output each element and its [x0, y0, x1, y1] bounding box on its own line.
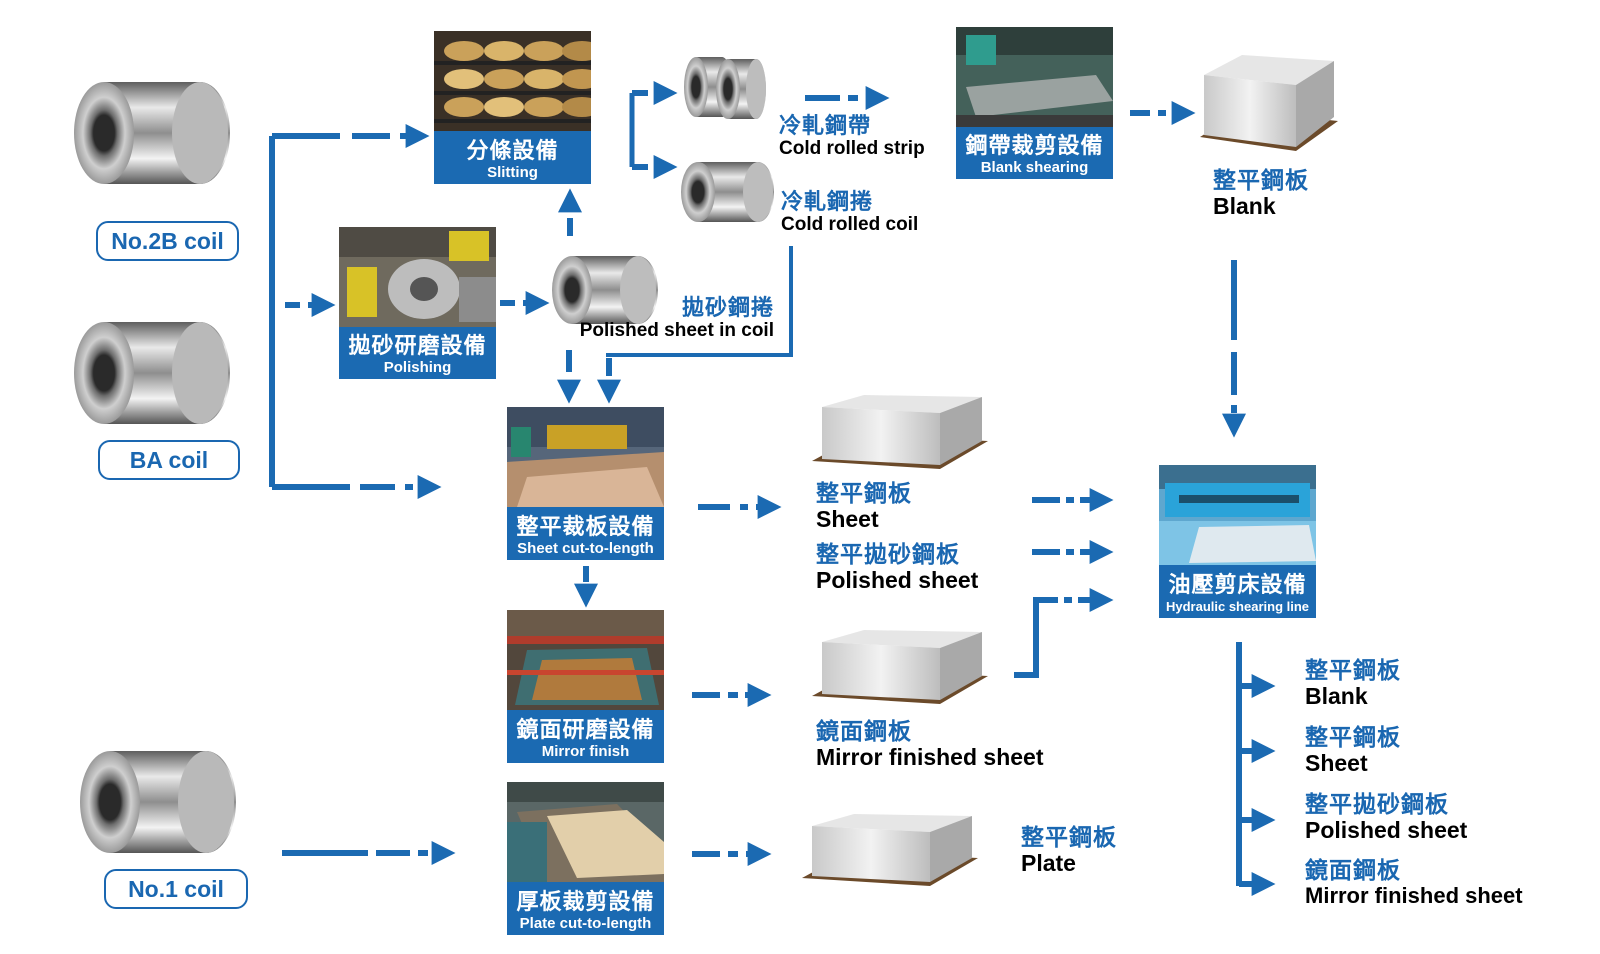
mirror-sheet-label: 鏡面鋼板 Mirror finished sheet: [816, 718, 1043, 771]
sheet-ctl-zh: 整平裁板設備: [516, 514, 655, 539]
hydraulic-zh: 油壓剪床設備: [1168, 572, 1307, 597]
output-zh: 鏡面鋼板: [1305, 857, 1401, 883]
output-en: Sheet: [1305, 750, 1368, 777]
plate-zh: 整平鋼板: [1021, 824, 1117, 850]
output-zh: 整平拋砂鋼板: [1305, 791, 1449, 817]
mirror-sheet-en: Mirror finished sheet: [816, 744, 1044, 771]
blank-shearing-zh: 鋼帶裁剪設備: [965, 133, 1104, 158]
polished-sheet-label: 整平拋砂鋼板 Polished sheet: [816, 541, 978, 594]
sheet-ctl-en: Sheet cut-to-length: [517, 540, 654, 557]
polished-coil-zh: 拋砂鋼捲: [681, 295, 774, 320]
sheet-label: 整平鋼板 Sheet: [816, 480, 912, 533]
cold-rolled-strip-label: 冷軋鋼帶 Cold rolled strip: [779, 113, 925, 160]
hydraulic-shear-photo: [1159, 465, 1316, 565]
output-item: 整平鋼板 Sheet: [1305, 724, 1401, 777]
arrow-mirror-to-hydraulic: [1014, 597, 1090, 678]
output-en: Polished sheet: [1305, 817, 1468, 844]
hydraulic-en: Hydraulic shearing line: [1165, 599, 1310, 614]
sheet-cut-machine-photo: [507, 407, 664, 507]
sheet-zh: 整平鋼板: [816, 480, 912, 506]
plate-label: 整平鋼板 Plate: [1021, 824, 1117, 877]
slitting-machine-photo: [434, 31, 591, 131]
polished-sheet-en: Polished sheet: [816, 567, 979, 594]
polished-coil-en: Polished sheet in coil: [579, 320, 774, 342]
output-en: Blank: [1305, 683, 1368, 710]
output-zh: 整平鋼板: [1305, 724, 1401, 750]
mirror-finish-en: Mirror finish: [541, 743, 630, 760]
cold-rolled-strip-zh: 冷軋鋼帶: [779, 113, 872, 138]
plate-cut-machine-photo: [507, 782, 664, 882]
polished-sheet-zh: 整平拋砂鋼板: [816, 541, 960, 567]
cold-rolled-coil-zh: 冷軋鋼捲: [781, 189, 874, 214]
no2b-coil-label: No.2B coil: [96, 221, 239, 261]
no1-coil-icon: [80, 751, 236, 853]
ba-coil-icon: [74, 322, 230, 424]
hydraulic-shearing-equipment: 油壓剪床設備 Hydraulic shearing line: [1159, 465, 1316, 618]
mirror-sheet-stack-icon: [812, 630, 988, 704]
polished-coil-label: 拋砂鋼捲 Polished sheet in coil: [552, 295, 774, 342]
sheet-en: Sheet: [816, 506, 879, 533]
output-item: 整平拋砂鋼板 Polished sheet: [1305, 791, 1467, 844]
polished-coil-icon: [552, 256, 658, 324]
cold-coil-return-line: [606, 246, 793, 357]
slitting-en: Slitting: [487, 164, 538, 181]
polishing-en: Polishing: [383, 359, 452, 376]
blank-zh: 整平鋼板: [1213, 167, 1309, 193]
cold-rolled-coil-label: 冷軋鋼捲 Cold rolled coil: [781, 189, 918, 236]
no2b-coil-icon: [74, 82, 230, 184]
cold-rolled-coil-icon: [681, 162, 774, 222]
slitting-zh: 分條設備: [466, 138, 559, 163]
blank-shearing-en: Blank shearing: [980, 159, 1089, 176]
cold-rolled-coil-en: Cold rolled coil: [781, 214, 919, 236]
plate-stack-icon: [802, 814, 978, 886]
mirror-finish-zh: 鏡面研磨設備: [516, 717, 655, 742]
output-zh: 整平鋼板: [1305, 657, 1401, 683]
mirror-finish-machine-photo: [507, 610, 664, 710]
plate-ctl-en: Plate cut-to-length: [519, 915, 652, 932]
sheet-stack-icon: [812, 395, 988, 469]
no1-coil-label: No.1 coil: [104, 869, 248, 909]
cold-rolled-strip-en: Cold rolled strip: [779, 138, 925, 160]
blank-shearing-machine-photo: [956, 27, 1113, 127]
plate-ctl-zh: 厚板裁剪設備: [516, 889, 655, 914]
polishing-machine-photo: [339, 227, 496, 327]
output-en: Mirror finished sheet: [1305, 883, 1523, 909]
polishing-zh: 拋砂研磨設備: [348, 333, 487, 358]
blank-en: Blank: [1213, 193, 1276, 220]
cold-rolled-strip-icon: [684, 57, 766, 119]
ba-coil-label: BA coil: [98, 440, 240, 480]
mirror-sheet-zh: 鏡面鋼板: [816, 718, 912, 744]
blank-label: 整平鋼板 Blank: [1213, 167, 1309, 220]
blank-stack-icon: [1200, 55, 1338, 151]
output-item: 鏡面鋼板 Mirror finished sheet: [1305, 857, 1523, 909]
output-item: 整平鋼板 Blank: [1305, 657, 1401, 710]
plate-en: Plate: [1021, 850, 1076, 877]
